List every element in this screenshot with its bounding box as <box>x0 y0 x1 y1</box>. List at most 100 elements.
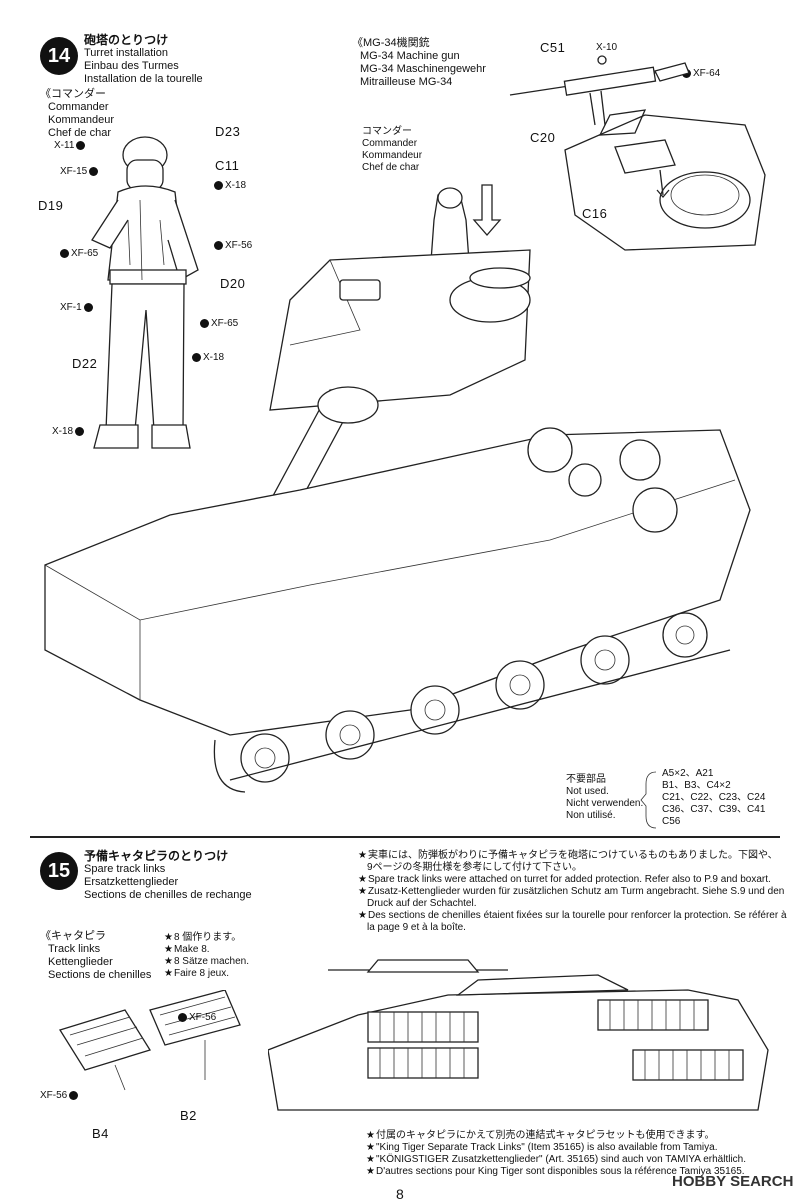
part-b2: B2 <box>180 1108 197 1123</box>
make8-en: Make 8. <box>164 944 249 956</box>
track-links-label: 《キャタピラ Track links Kettenglieder Section… <box>40 930 151 982</box>
paint-xf56: XF-56 <box>225 240 253 251</box>
paint-callout: X-10 <box>596 42 617 53</box>
track-fr: Sections de chenilles <box>48 969 152 981</box>
paint-x18: X-18 <box>52 426 74 437</box>
note-de-2: Druck auf der Schachtel. <box>367 898 477 909</box>
paint-drop-icon <box>214 240 223 250</box>
title-fr: Sections de chenilles de rechange <box>84 889 252 901</box>
bottom-note-de: "KÖNIGSTIGER Zusatzkettenglieder" (Art. … <box>366 1154 746 1166</box>
page-number: 8 <box>396 1186 404 1202</box>
title-jp: 予備キャタピラのとりつけ <box>84 849 229 863</box>
paint-xf56: XF-56 <box>40 1090 68 1101</box>
not-used-fr: Non utilisé. <box>566 810 616 821</box>
not-used-line5: C56 <box>662 816 681 827</box>
commander2-en: Commander <box>362 138 418 149</box>
paint-drop-icon <box>83 302 93 312</box>
paint-x18: X-18 <box>203 352 225 363</box>
note-en: Spare track links were attached on turre… <box>358 874 787 886</box>
paint-callout: XF-56 <box>40 1090 80 1101</box>
step-number: 15 <box>47 859 71 882</box>
commander-figure-illustration <box>91 136 199 449</box>
part-d20: D20 <box>220 276 246 291</box>
make-8-label: 8 個作ります。 Make 8. 8 Sätze machen. Faire 8… <box>164 932 249 980</box>
step-14-title: 砲塔のとりつけ Turret installation Einbau des T… <box>84 34 203 86</box>
not-used-bracket <box>640 771 657 829</box>
commander-figure-label: コマンダー Commander Kommandeur Chef de char <box>362 126 422 174</box>
commander2-de: Kommandeur <box>362 150 423 161</box>
track-en: Track links <box>48 943 101 955</box>
paint-xf15: XF-15 <box>60 166 88 177</box>
note-jp-1: 実車には、防弾板がわりに予備キャタピラを砲塔につけているものもありました。下図や… <box>358 850 787 862</box>
part-d19: D19 <box>38 198 64 213</box>
paint-drop-icon <box>89 166 99 176</box>
part-c16: C16 <box>582 206 608 221</box>
mg34-de: MG-34 Maschinengewehr <box>360 63 486 75</box>
paint-callout: X-18 <box>52 426 86 437</box>
not-used-line3: C21、C22、C23、C24 <box>662 792 766 803</box>
paint-x10: X-10 <box>596 42 618 53</box>
commander-en: Commander <box>48 101 109 113</box>
track-jp: 《キャタピラ <box>40 930 106 942</box>
paint-x18: X-18 <box>225 180 247 191</box>
mg34-jp: 《MG-34機関銃 <box>352 37 430 49</box>
king-tiger-tank-illustration <box>44 184 751 793</box>
bottom-note-fr: D'autres sections pour King Tiger sont d… <box>366 1166 746 1178</box>
not-used-line2: B1、B3、C4×2 <box>662 780 731 791</box>
part-d22: D22 <box>72 356 98 371</box>
commander-jp: 《コマンダー <box>40 88 106 100</box>
paint-callout: XF-15 <box>60 166 100 177</box>
commander-de: Kommandeur <box>48 114 115 126</box>
track-de: Kettenglieder <box>48 956 113 968</box>
part-c20: C20 <box>530 130 556 145</box>
not-used-labels: 不要部品 Not used. Nicht verwenden. Non util… <box>566 774 643 822</box>
commander2-jp: コマンダー <box>362 126 412 137</box>
part-c11: C11 <box>215 158 240 173</box>
step-15-badge: 15 <box>40 852 78 890</box>
part-d23: D23 <box>215 124 241 139</box>
mg34-fr: Mitrailleuse MG-34 <box>360 76 453 88</box>
paint-xf1: XF-1 <box>60 302 82 313</box>
road-wheels <box>240 612 708 783</box>
paint-drop-icon <box>75 426 85 436</box>
commander-label: 《コマンダー Commander Kommandeur Chef de char <box>40 88 114 140</box>
paint-callout: X-11 <box>54 140 87 151</box>
note-fr-2: la page 9 et à la boîte. <box>367 922 466 933</box>
title-fr: Installation de la tourelle <box>84 73 203 85</box>
title-en: Turret installation <box>84 47 168 59</box>
mg34-inset-illustration <box>509 55 766 251</box>
paint-callout: XF-56 <box>212 240 252 251</box>
paint-callout: XF-56 <box>176 1012 216 1023</box>
not-used-en: Not used. <box>566 786 609 797</box>
not-used-line4: C36、C37、C39、C41 <box>662 804 766 815</box>
paint-x11: X-11 <box>54 140 75 151</box>
paint-xf65: XF-65 <box>71 248 99 259</box>
note-fr-1: Des sections de chenilles étaient fixées… <box>358 910 787 922</box>
paint-callout: X-18 <box>212 180 246 191</box>
watermark: HOBBY SEARCH <box>672 1173 794 1190</box>
spare-track-set-rear <box>597 999 744 1081</box>
not-used-de: Nicht verwenden. <box>566 798 644 809</box>
step-14-badge: 14 <box>40 37 78 75</box>
paint-drop-icon <box>200 318 209 328</box>
bottom-note-en: "King Tiger Separate Track Links" (Item … <box>366 1142 746 1154</box>
make8-fr: Faire 8 jeux. <box>164 968 249 980</box>
part-c51: C51 <box>540 40 566 55</box>
separate-track-notes: 付属のキャタピラにかえて別売の連結式キャタピラセットも使用できます。 "King… <box>366 1130 746 1178</box>
step-number: 14 <box>47 44 71 67</box>
commander2-fr: Chef de char <box>362 162 420 173</box>
commander-fr: Chef de char <box>48 127 111 139</box>
track-link-assembly-illustration <box>59 990 241 1091</box>
paint-drop-icon <box>192 352 201 362</box>
not-used-line1: A5×2、A21 <box>662 768 714 779</box>
paint-drop-icon <box>76 140 86 150</box>
paint-drop-icon <box>178 1012 187 1022</box>
paint-callout: X-18 <box>190 352 224 363</box>
mg34-label: 《MG-34機関銃 MG-34 Machine gun MG-34 Maschi… <box>352 37 486 89</box>
make8-de: 8 Sätze machen. <box>164 956 249 968</box>
not-used-parts-list: A5×2、A21 B1、B3、C4×2 C21、C22、C23、C24 C36、… <box>662 768 765 828</box>
not-used-jp: 不要部品 <box>566 774 606 785</box>
part-b4: B4 <box>92 1126 109 1141</box>
spare-track-notes: 実車には、防弾板がわりに予備キャタピラを砲塔につけているものもありました。下図や… <box>358 850 787 934</box>
title-de: Einbau des Turmes <box>84 60 179 72</box>
